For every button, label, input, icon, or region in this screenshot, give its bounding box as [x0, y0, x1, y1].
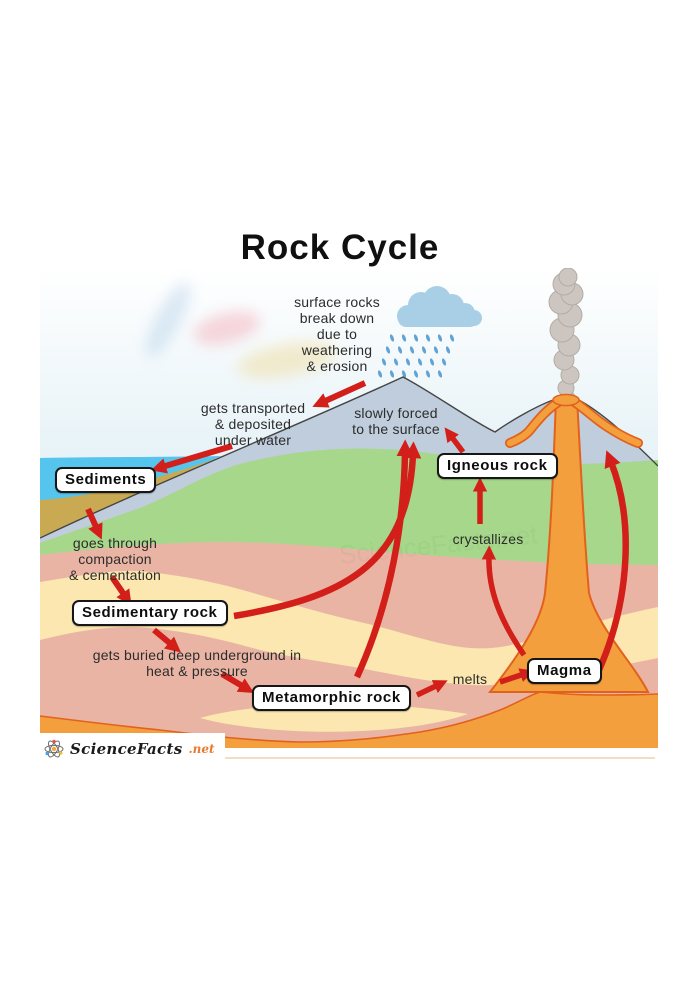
arrow-weathering — [312, 380, 367, 408]
arrow-sedimentary-to-surface — [233, 441, 422, 620]
rain-cloud-icon — [397, 286, 482, 327]
logo-tld-text: .net — [188, 742, 215, 756]
lava-flows — [505, 393, 643, 448]
magma-pool-edge — [40, 691, 658, 743]
label-transported-deposited: gets transported & deposited under water — [200, 400, 306, 448]
arrow-to-sediments — [150, 443, 233, 474]
arrow-sediments-down — [85, 507, 103, 540]
label-crystallizes: crystallizes — [452, 531, 524, 547]
arrow-metamorphic-to-surface — [354, 439, 414, 679]
box-sedimentary-rock: Sedimentary rock — [72, 600, 228, 626]
arrow-metamorphic-to-melts — [415, 680, 448, 698]
faded-blobs — [145, 282, 337, 378]
label-compaction-cementation: goes through compaction & cementation — [68, 535, 162, 583]
magma-pool — [40, 692, 658, 748]
smoke-plume — [548, 268, 584, 406]
arrow-igneous-to-surface — [444, 427, 466, 454]
magma-conduit — [487, 398, 650, 693]
arrow-sedimentary-down — [152, 627, 181, 653]
box-metamorphic-rock: Metamorphic rock — [252, 685, 411, 711]
arrow-magma-to-crystallizes — [481, 545, 527, 657]
arrow-magma-to-surface — [596, 450, 629, 672]
box-igneous-rock: Igneous rock — [437, 453, 558, 479]
diagram-scene: ScienceFacts.net — [40, 268, 658, 748]
arrow-melts-to-magma — [499, 668, 535, 685]
bottom-rule — [165, 757, 655, 759]
sciencefacts-logo: ScienceFacts .net — [40, 733, 225, 765]
label-buried-heat-pressure: gets buried deep underground in heat & p… — [92, 647, 302, 679]
box-magma: Magma — [527, 658, 602, 684]
cream-rock-layer — [40, 570, 658, 686]
arrow-compaction-down — [109, 575, 132, 606]
box-sediments: Sediments — [55, 467, 157, 493]
arrow-to-metamorphic — [220, 671, 255, 693]
logo-brand-text: ScienceFacts — [70, 740, 183, 758]
page-title: Rock Cycle — [240, 228, 440, 267]
label-slowly-forced: slowly forced to the surface — [352, 405, 440, 437]
atom-icon — [44, 739, 64, 758]
label-weathering-erosion: surface rocks break down due to weatheri… — [294, 294, 380, 374]
label-melts: melts — [452, 671, 488, 687]
cycle-arrows — [85, 380, 629, 698]
